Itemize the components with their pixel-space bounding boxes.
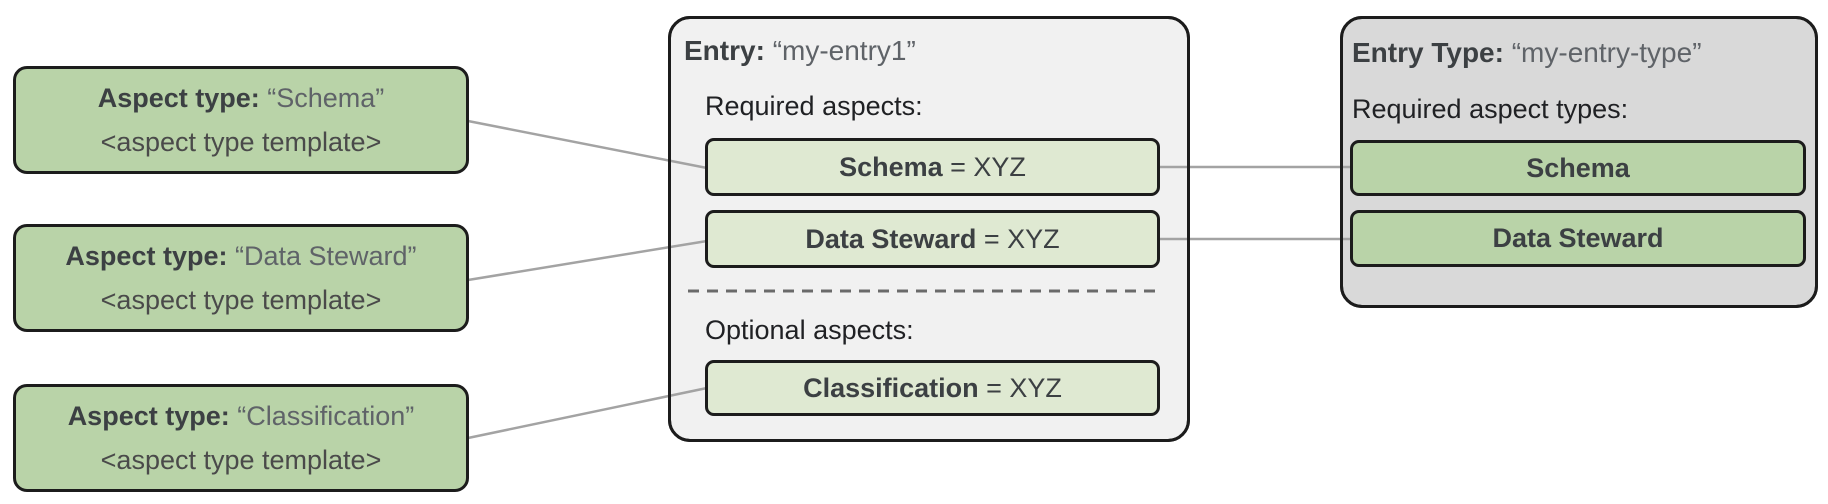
aspect-value: = XYZ	[978, 372, 1062, 403]
entry-type-aspect-schema: Schema	[1350, 140, 1806, 196]
aspect-type-label: Aspect type:	[65, 240, 228, 271]
aspect-name: Classification	[803, 372, 979, 403]
aspect-value: = XYZ	[976, 223, 1060, 254]
entry-aspect-classification: Classification = XYZ	[705, 360, 1160, 416]
aspect-type-name: “Classification”	[237, 400, 415, 431]
optional-aspects-heading: Optional aspects:	[705, 315, 914, 345]
aspect-type-name: Data Steward	[1492, 223, 1664, 253]
aspect-type-title: Aspect type: “Classification”	[68, 401, 415, 432]
aspect-type-template: <aspect type template>	[100, 126, 382, 157]
entry-type-label: Entry Type:	[1352, 37, 1504, 68]
entry-type-title: Entry Type: “my-entry-type”	[1352, 37, 1702, 69]
aspect-type-template: <aspect type template>	[100, 444, 382, 475]
aspect-type-name: “Schema”	[267, 82, 385, 113]
entry-type-name: “my-entry-type”	[1511, 37, 1702, 68]
entry-type-aspect-data-steward: Data Steward	[1350, 210, 1806, 267]
aspect-type-box-classification: Aspect type: “Classification” <aspect ty…	[13, 384, 469, 492]
aspect-type-name: Schema	[1526, 152, 1630, 183]
aspect-type-title: Aspect type: “Schema”	[98, 83, 385, 114]
aspect-type-box-data-steward: Aspect type: “Data Steward” <aspect type…	[13, 224, 469, 332]
entry-title: Entry: “my-entry1”	[684, 35, 916, 67]
aspect-type-box-schema: Aspect type: “Schema” <aspect type templ…	[13, 66, 469, 174]
aspect-value: = XYZ	[942, 151, 1026, 182]
entry-aspect-schema: Schema = XYZ	[705, 138, 1160, 196]
entry-aspect-data-steward: Data Steward = XYZ	[705, 210, 1160, 268]
aspect-name: Data Steward	[805, 223, 977, 254]
entry-name: “my-entry1”	[772, 35, 916, 66]
aspect-type-label: Aspect type:	[97, 82, 260, 113]
aspect-type-name: “Data Steward”	[234, 240, 417, 271]
aspect-type-template: <aspect type template>	[100, 284, 382, 315]
aspect-type-label: Aspect type:	[67, 400, 230, 431]
aspect-name: Schema	[839, 151, 943, 182]
required-aspect-types-heading: Required aspect types:	[1352, 94, 1629, 124]
required-aspects-heading: Required aspects:	[705, 91, 923, 121]
aspect-type-title: Aspect type: “Data Steward”	[65, 241, 416, 272]
entry-label: Entry:	[684, 35, 765, 66]
